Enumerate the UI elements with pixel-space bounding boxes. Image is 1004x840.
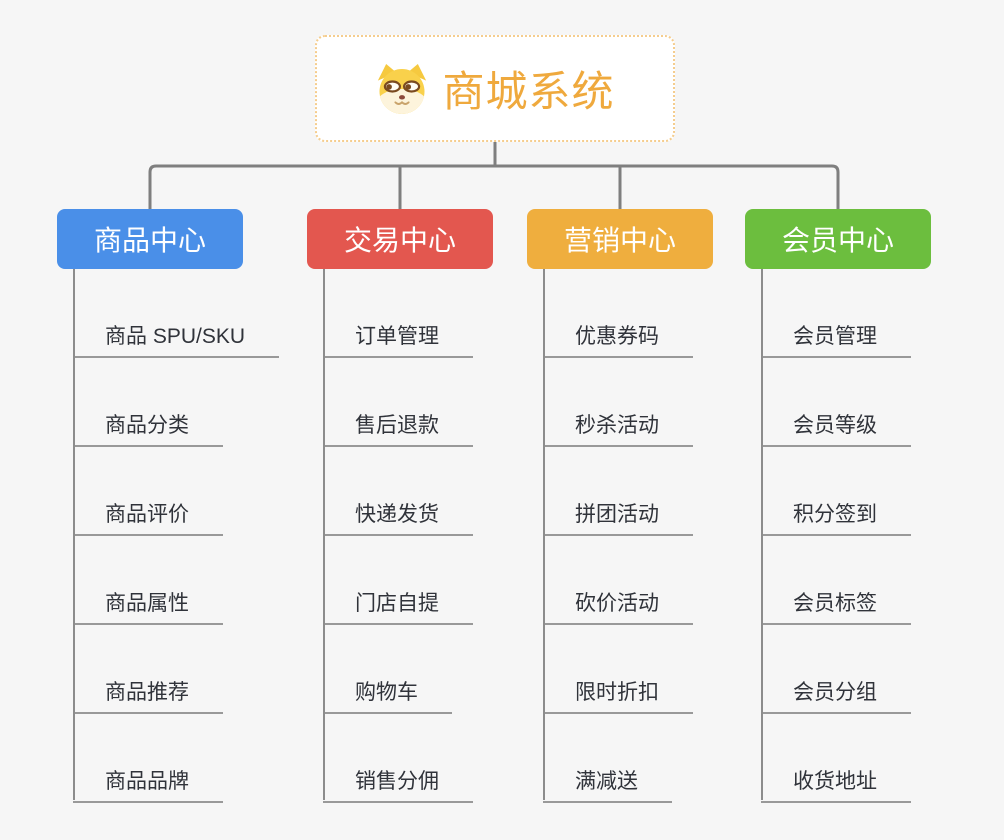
column-connector-line	[543, 269, 545, 800]
branch-node-label: 交易中心	[343, 225, 456, 256]
leaf-node[interactable]: 会员标签	[761, 591, 911, 625]
leaf-column-member-center: 会员管理 会员等级 积分签到 会员标签 会员分组 收货地址	[761, 269, 1001, 803]
leaf-column-marketing-center: 优惠券码 秒杀活动 拼团活动 砍价活动 限时折扣 满减送	[543, 269, 783, 803]
leaf-node[interactable]: 商品分类	[73, 413, 223, 447]
column-connector-line	[761, 269, 763, 800]
dog-face-icon	[378, 63, 427, 114]
column-connector-line	[73, 269, 75, 800]
leaf-node[interactable]: 会员管理	[761, 324, 911, 358]
leaf-node[interactable]: 商品属性	[73, 591, 223, 625]
branch-node-label: 商品中心	[93, 225, 206, 256]
branch-node-label: 营销中心	[563, 225, 676, 256]
leaf-node[interactable]: 会员分组	[761, 680, 911, 714]
leaf-node[interactable]: 购物车	[323, 680, 452, 714]
branch-node-label: 会员中心	[781, 225, 894, 256]
leaf-node[interactable]: 会员等级	[761, 413, 911, 447]
leaf-column-product-center: 商品 SPU/SKU 商品分类 商品评价 商品属性 商品推荐 商品品牌	[73, 269, 313, 803]
leaf-node[interactable]: 限时折扣	[543, 680, 693, 714]
leaf-node[interactable]: 门店自提	[323, 591, 473, 625]
leaf-node[interactable]: 秒杀活动	[543, 413, 693, 447]
leaf-node[interactable]: 商品评价	[73, 502, 223, 536]
leaf-node[interactable]: 商品推荐	[73, 680, 223, 714]
leaf-node[interactable]: 订单管理	[323, 324, 473, 358]
branch-node-marketing-center[interactable]: 营销中心	[527, 209, 713, 269]
leaf-node[interactable]: 商品 SPU/SKU	[73, 324, 280, 358]
leaf-node[interactable]: 砍价活动	[543, 591, 693, 625]
leaf-node[interactable]: 满减送	[543, 769, 672, 803]
leaf-node[interactable]: 收货地址	[761, 769, 911, 803]
leaf-column-trade-center: 订单管理 售后退款 快递发货 门店自提 购物车 销售分佣	[323, 269, 563, 803]
root-node[interactable]: 商城系统	[315, 35, 675, 142]
column-connector-line	[323, 269, 325, 800]
leaf-node[interactable]: 商品品牌	[73, 769, 223, 803]
branch-node-member-center[interactable]: 会员中心	[745, 209, 931, 269]
leaf-node[interactable]: 快递发货	[323, 502, 473, 536]
branch-node-product-center[interactable]: 商品中心	[57, 209, 243, 269]
leaf-node[interactable]: 销售分佣	[323, 769, 473, 803]
branch-node-trade-center[interactable]: 交易中心	[307, 209, 493, 269]
leaf-node[interactable]: 优惠券码	[543, 324, 693, 358]
leaf-node[interactable]: 拼团活动	[543, 502, 693, 536]
leaf-node[interactable]: 积分签到	[761, 502, 911, 536]
leaf-node[interactable]: 售后退款	[323, 413, 473, 447]
root-node-label: 商城系统	[442, 68, 615, 115]
